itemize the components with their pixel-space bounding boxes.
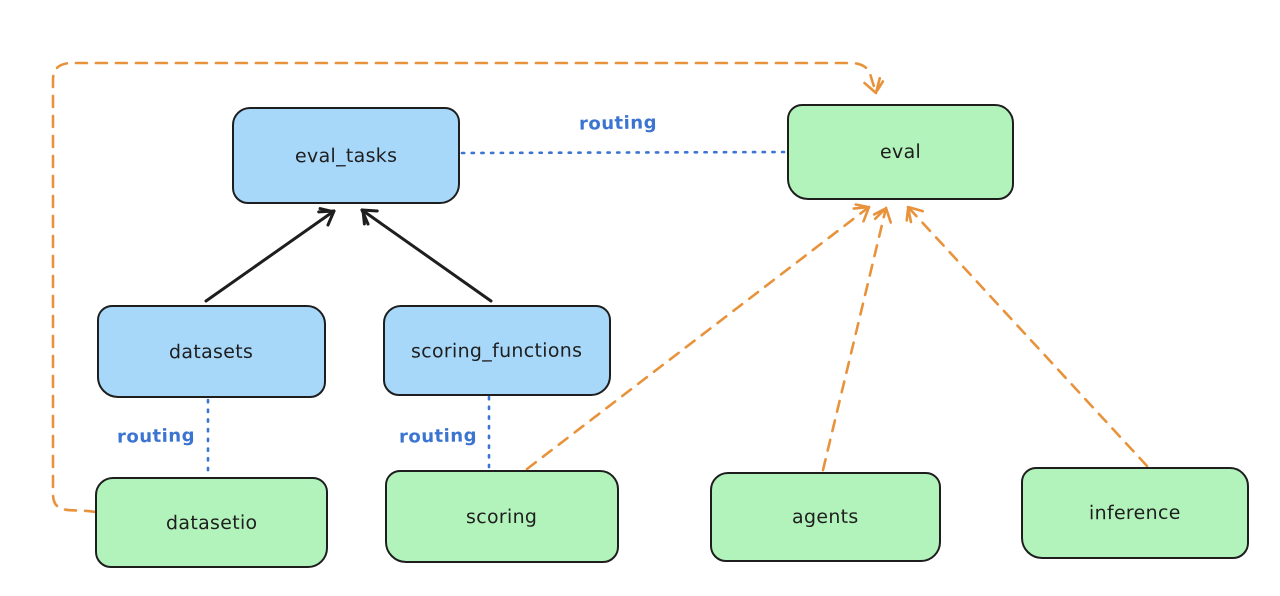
- node-inference: inference: [1021, 467, 1249, 559]
- edge-agents-to-eval: [821, 206, 893, 472]
- edge-scoring-to-eval: [525, 203, 871, 471]
- node-agents: agents: [710, 472, 941, 562]
- edge-label-routing-left: routing: [116, 425, 196, 448]
- node-datasetio-label: datasetio: [165, 511, 258, 534]
- node-eval-tasks-label: eval_tasks: [294, 144, 398, 167]
- node-inference-label: inference: [1089, 501, 1181, 525]
- node-scoring-label: scoring: [466, 505, 538, 528]
- node-eval-tasks: eval_tasks: [232, 107, 460, 204]
- node-scoring: scoring: [385, 470, 619, 563]
- edge-datasetio-to-eval: [51, 61, 885, 514]
- node-agents-label: agents: [792, 505, 859, 529]
- edge-inference-to-eval: [905, 205, 1149, 468]
- node-datasetio: datasetio: [95, 477, 328, 568]
- node-scoring-functions: scoring_functions: [383, 305, 611, 396]
- node-eval-label: eval: [879, 140, 922, 164]
- edge-label-routing-middle: routing: [398, 425, 478, 448]
- edge-scoring-functions-to-eval-tasks: [360, 208, 493, 303]
- edge-datasets-to-eval-tasks: [204, 207, 336, 303]
- node-datasets: datasets: [97, 305, 326, 398]
- edge-routing-eval-tasks-to-eval: [460, 150, 786, 155]
- node-scoring-functions-label: scoring_functions: [411, 339, 583, 362]
- node-eval: eval: [787, 104, 1014, 200]
- edge-label-routing-top: routing: [578, 112, 658, 135]
- node-datasets-label: datasets: [169, 340, 254, 363]
